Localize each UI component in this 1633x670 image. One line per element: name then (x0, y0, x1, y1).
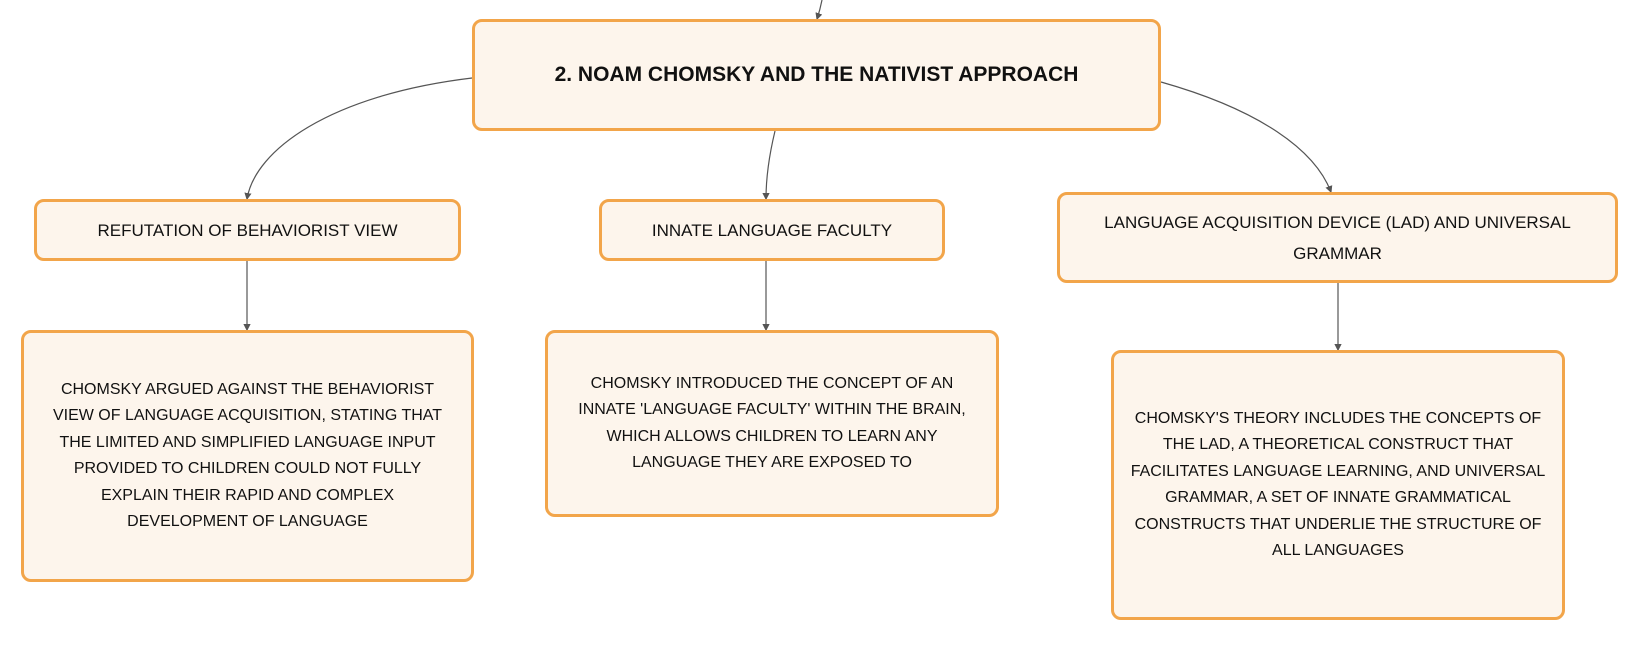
detail-text: CHOMSKY INTRODUCED THE CONCEPT OF AN INN… (578, 374, 966, 472)
branch-label: LANGUAGE ACQUISITION DEVICE (LAD) AND UN… (1104, 212, 1571, 263)
root-node[interactable]: 2. NOAM CHOMSKY AND THE NATIVIST APPROAC… (472, 19, 1161, 131)
connector-parent-to-root (815, 0, 823, 21)
branch-node-lad[interactable]: LANGUAGE ACQUISITION DEVICE (LAD) AND UN… (1057, 192, 1618, 283)
connector-root-to-refutation (244, 77, 473, 201)
branch-node-refutation[interactable]: REFUTATION OF BEHAVIORIST VIEW (34, 199, 461, 261)
branch-node-innate-faculty[interactable]: INNATE LANGUAGE FACULTY (599, 199, 945, 261)
detail-node-lad[interactable]: CHOMSKY'S THEORY INCLUDES THE CONCEPTS O… (1111, 350, 1565, 620)
branch-label: INNATE LANGUAGE FACULTY (651, 220, 893, 240)
connector-root-to-innate (762, 130, 776, 201)
detail-node-refutation[interactable]: CHOMSKY ARGUED AGAINST THE BEHAVIORIST V… (21, 330, 474, 582)
root-node-label: 2. NOAM CHOMSKY AND THE NATIVIST APPROAC… (554, 63, 1079, 86)
detail-text: CHOMSKY ARGUED AGAINST THE BEHAVIORIST V… (52, 380, 443, 531)
branch-label: REFUTATION OF BEHAVIORIST VIEW (97, 220, 398, 240)
connector-root-to-lad (1160, 81, 1333, 194)
detail-text: CHOMSKY'S THEORY INCLUDES THE CONCEPTS O… (1130, 409, 1546, 560)
detail-node-innate-faculty[interactable]: CHOMSKY INTRODUCED THE CONCEPT OF AN INN… (545, 330, 999, 517)
